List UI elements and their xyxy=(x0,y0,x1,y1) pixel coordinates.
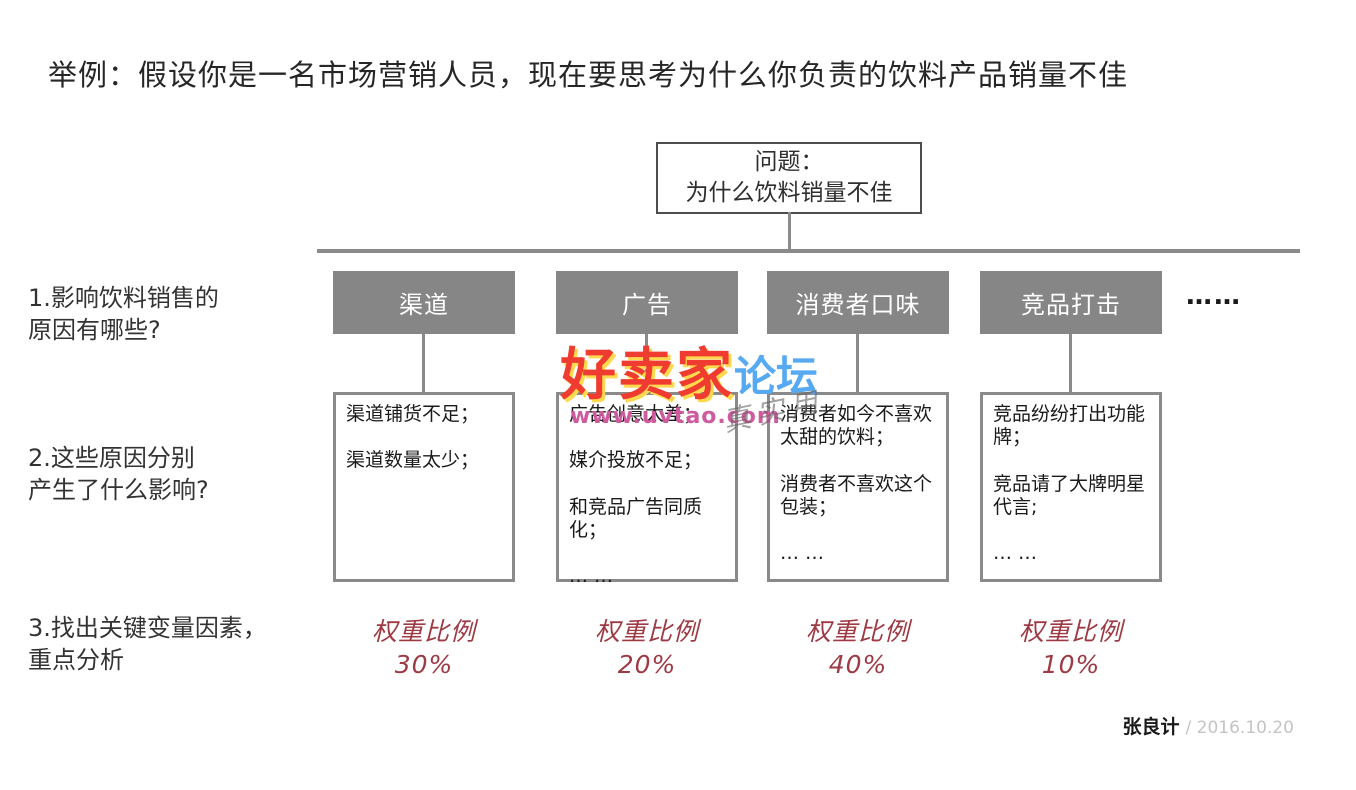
problem-box: 问题： 为什么饮料销量不佳 xyxy=(656,142,922,214)
footer-date: / 2016.10.20 xyxy=(1185,718,1294,738)
header-box-channel: 渠道 xyxy=(333,271,515,334)
question-2: 2.这些原因分别 产生了什么影响? xyxy=(28,444,209,505)
more-causes-ellipsis: …… xyxy=(1186,281,1242,311)
problem-box-line1: 问题： xyxy=(754,148,824,175)
connector-problem-to-bus xyxy=(788,212,791,250)
detail-text-taste: 消费者如今不喜欢太甜的饮料； 消费者不喜欢这个包装； … … xyxy=(780,403,933,565)
weight-label-ad: 权重比例 xyxy=(594,617,699,646)
footer-signature: 张良计 / 2016.10.20 xyxy=(1122,712,1294,739)
weight-label-competitor: 权重比例 xyxy=(1018,617,1123,646)
connector-ad xyxy=(645,334,648,392)
slide-title: 举例：假设你是一名市场营销人员，现在要思考为什么你负责的饮料产品销量不佳 xyxy=(48,58,1129,92)
weight-competitor: 权重比例 10% xyxy=(980,616,1162,681)
weight-label-taste: 权重比例 xyxy=(805,617,910,646)
detail-box-competitor: 竞品纷纷打出功能牌； 竞品请了大牌明星代言; … … xyxy=(980,392,1162,582)
weight-value-competitor: 10% xyxy=(1041,649,1101,679)
weight-value-channel: 30% xyxy=(394,649,454,679)
header-box-ad: 广告 xyxy=(556,271,738,334)
weight-channel: 权重比例 30% xyxy=(333,616,515,681)
weight-value-ad: 20% xyxy=(617,649,677,679)
footer-author: 张良计 xyxy=(1122,716,1180,738)
detail-box-channel: 渠道铺货不足； 渠道数量太少； xyxy=(333,392,515,582)
weight-ad: 权重比例 20% xyxy=(556,616,738,681)
header-box-competitor: 竞品打击 xyxy=(980,271,1162,334)
header-box-taste: 消费者口味 xyxy=(767,271,949,334)
connector-competitor xyxy=(1069,334,1072,392)
detail-text-competitor: 竞品纷纷打出功能牌； 竞品请了大牌明星代言; … … xyxy=(993,403,1146,565)
question-1: 1.影响饮料销售的 原因有哪些? xyxy=(28,284,219,345)
connector-channel xyxy=(422,334,425,392)
detail-text-ad: 广告创意太差； 媒介投放不足； 和竞品广告同质化； … … xyxy=(569,403,703,588)
problem-box-line2: 为什么饮料销量不佳 xyxy=(685,180,893,206)
detail-text-channel: 渠道铺货不足； 渠道数量太少； xyxy=(346,403,480,472)
question-3: 3.找出关键变量因素， 重点分析 xyxy=(28,614,267,675)
weight-taste: 权重比例 40% xyxy=(767,616,949,681)
connector-taste xyxy=(856,334,859,392)
weight-value-taste: 40% xyxy=(828,649,888,679)
detail-box-ad: 广告创意太差； 媒介投放不足； 和竞品广告同质化； … … xyxy=(556,392,738,587)
connector-horizontal-bus xyxy=(317,249,1300,253)
weight-label-channel: 权重比例 xyxy=(371,617,476,646)
detail-box-taste: 消费者如今不喜欢太甜的饮料； 消费者不喜欢这个包装； … … xyxy=(767,392,949,582)
